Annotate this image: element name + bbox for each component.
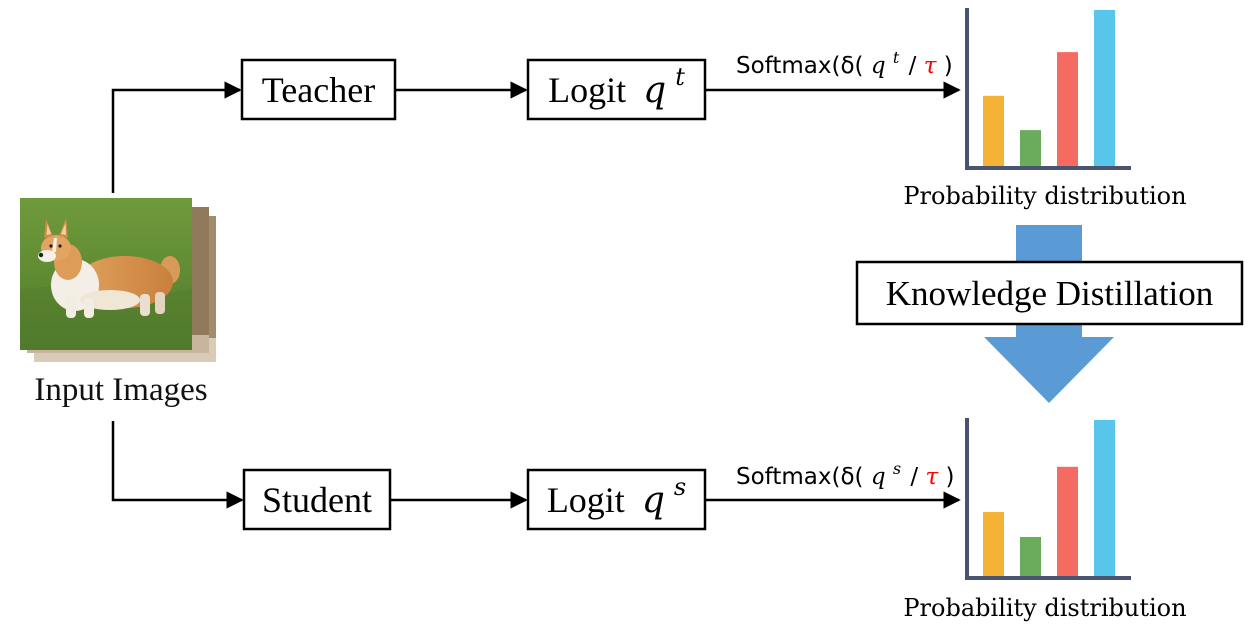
- arrow-input-to-student: [111, 421, 244, 509]
- teacher-chart-bar-1: [983, 95, 1004, 166]
- teacher-probability-chart: Probability distribution: [903, 8, 1187, 210]
- arrow-input-to-teacher: [111, 81, 242, 193]
- student-softmax-label: Softmax(δ( q s / τ ): [736, 454, 955, 490]
- student-logit-box: [526, 468, 707, 531]
- student-logit-var: q: [642, 480, 665, 521]
- teacher-logit-superscript: t: [675, 63, 685, 91]
- teacher-box: [240, 58, 397, 121]
- corgi-photo: [20, 198, 192, 350]
- input-images-caption: Input Images: [34, 372, 207, 408]
- student-box: [242, 468, 392, 531]
- input-image-stack: Input Images: [20, 198, 216, 408]
- teacher-logit-box: [526, 58, 707, 121]
- teacher-chart-bar-2: [1020, 130, 1041, 166]
- teacher-branch: Teacher Logit q t Softmax(δ( q t / τ ): [240, 43, 961, 121]
- teacher-softmax-close: ): [944, 53, 953, 79]
- teacher-chart-bars: [983, 10, 1115, 167]
- student-chart-bar-3: [1057, 466, 1078, 576]
- teacher-chart-axes: [965, 8, 1131, 170]
- student-softmax-var: q: [871, 464, 886, 490]
- student-softmax-superscript: s: [893, 459, 901, 478]
- teacher-softmax-tau: τ: [924, 53, 938, 79]
- student-softmax-open: Softmax(δ(: [736, 464, 864, 490]
- student-chart-caption: Probability distribution: [903, 594, 1186, 622]
- student-logit-label: Logit q s: [547, 473, 686, 521]
- teacher-softmax-label: Softmax(δ( q t / τ ): [736, 43, 953, 79]
- teacher-softmax-open: Softmax(δ(: [736, 53, 864, 79]
- student-chart-axes: [965, 418, 1131, 580]
- teacher-label: Teacher: [262, 70, 375, 110]
- knowledge-distillation-arrow: Knowledge Distillation: [855, 225, 1244, 403]
- student-chart-bars: [983, 420, 1115, 576]
- teacher-softmax-superscript: t: [893, 48, 900, 67]
- teacher-logit-prefix: Logit: [548, 70, 626, 110]
- student-probability-chart: Probability distribution: [903, 418, 1187, 622]
- teacher-logit-var: q: [643, 70, 666, 111]
- input-connectors: [111, 81, 244, 509]
- student-logit-prefix: Logit: [547, 480, 625, 520]
- teacher-softmax-slash: /: [909, 53, 917, 79]
- knowledge-distillation-label: Knowledge Distillation: [886, 274, 1214, 313]
- student-label: Student: [262, 480, 372, 520]
- teacher-chart-caption: Probability distribution: [903, 182, 1186, 210]
- student-logit-superscript: s: [674, 473, 686, 501]
- student-chart-bar-2: [1020, 537, 1041, 576]
- student-softmax-tau: τ: [925, 464, 939, 490]
- student-chart-bar-1: [983, 512, 1004, 576]
- student-softmax-slash: /: [910, 464, 918, 490]
- student-chart-bar-4: [1094, 420, 1115, 576]
- knowledge-distillation-box: [855, 260, 1244, 326]
- student-softmax-close: ): [946, 464, 955, 490]
- teacher-chart-bar-4: [1094, 10, 1115, 166]
- student-branch: Student Logit q s Softmax(δ( q s / τ ): [242, 454, 961, 531]
- teacher-softmax-var: q: [871, 53, 886, 79]
- teacher-logit-label: Logit q t: [548, 63, 685, 111]
- teacher-chart-bar-3: [1057, 52, 1078, 167]
